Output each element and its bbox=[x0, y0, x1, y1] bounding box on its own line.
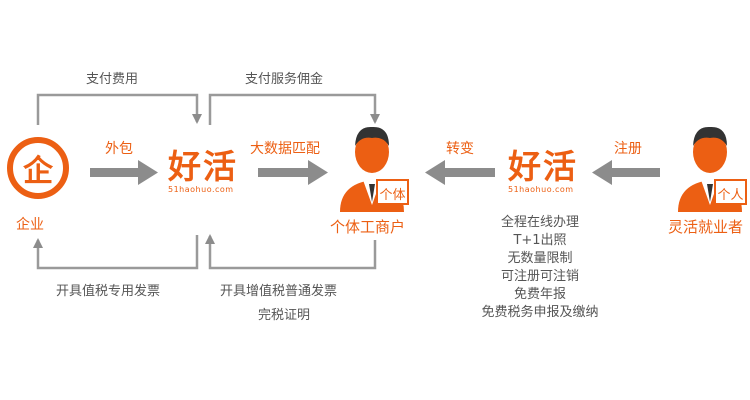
special-invoice-connector bbox=[33, 235, 199, 270]
platform-domain: 51haohuo.com bbox=[508, 185, 574, 194]
transform-label: 转变 bbox=[446, 141, 474, 157]
tax-certificate-label: 完税证明 bbox=[258, 308, 311, 323]
register-arrow bbox=[592, 160, 660, 185]
list-item: 可注册可注销 bbox=[500, 269, 579, 284]
platform-logo-text: 好活 bbox=[508, 147, 578, 186]
big-data-match-label: 大数据匹配 bbox=[250, 141, 320, 157]
list-item: 无数量限制 bbox=[507, 251, 573, 266]
merchant-badge: 个体 bbox=[379, 188, 406, 203]
enterprise-ring bbox=[7, 137, 69, 199]
register-label: 注册 bbox=[614, 141, 642, 157]
ordinary-invoice-label: 开具增值税普通发票 bbox=[220, 284, 338, 299]
platform-logo-text: 好活 bbox=[168, 147, 238, 186]
platform-logo-left: 好活 51haohuo.com bbox=[168, 150, 248, 194]
freelancer-label: 灵活就业者 bbox=[668, 218, 744, 236]
platform-domain: 51haohuo.com bbox=[168, 185, 234, 194]
transform-arrow bbox=[425, 160, 495, 185]
pay-commission-label: 支付服务佣金 bbox=[245, 72, 324, 87]
enterprise-icon: 企 bbox=[23, 154, 53, 189]
list-item: 免费年报 bbox=[513, 287, 566, 302]
pay-fee-label: 支付费用 bbox=[86, 72, 139, 87]
freelancer-badge-box bbox=[714, 179, 747, 205]
special-invoice-label: 开具值税专用发票 bbox=[56, 284, 161, 299]
list-item: 全程在线办理 bbox=[500, 215, 579, 230]
ordinary-invoice-connector bbox=[205, 234, 377, 270]
platform-logo-right: 好活 51haohuo.com bbox=[508, 150, 588, 194]
list-item: 免费税务申报及缴纳 bbox=[481, 305, 599, 320]
merchant-badge-box bbox=[376, 179, 409, 205]
outsource-arrow bbox=[90, 160, 158, 185]
pay-commission-connector bbox=[208, 93, 380, 125]
merchant-label: 个体工商户 bbox=[330, 218, 406, 236]
pay-fee-connector bbox=[36, 93, 202, 125]
enterprise-label: 企业 bbox=[16, 217, 44, 233]
match-arrow bbox=[258, 160, 328, 185]
list-item: T+1出照 bbox=[513, 233, 567, 248]
outsource-label: 外包 bbox=[105, 141, 133, 157]
freelancer-badge: 个人 bbox=[717, 188, 744, 203]
services-list: 全程在线办理 T+1出照 无数量限制 可注册可注销 免费年报 免费税务申报及缴纳 bbox=[470, 214, 610, 322]
